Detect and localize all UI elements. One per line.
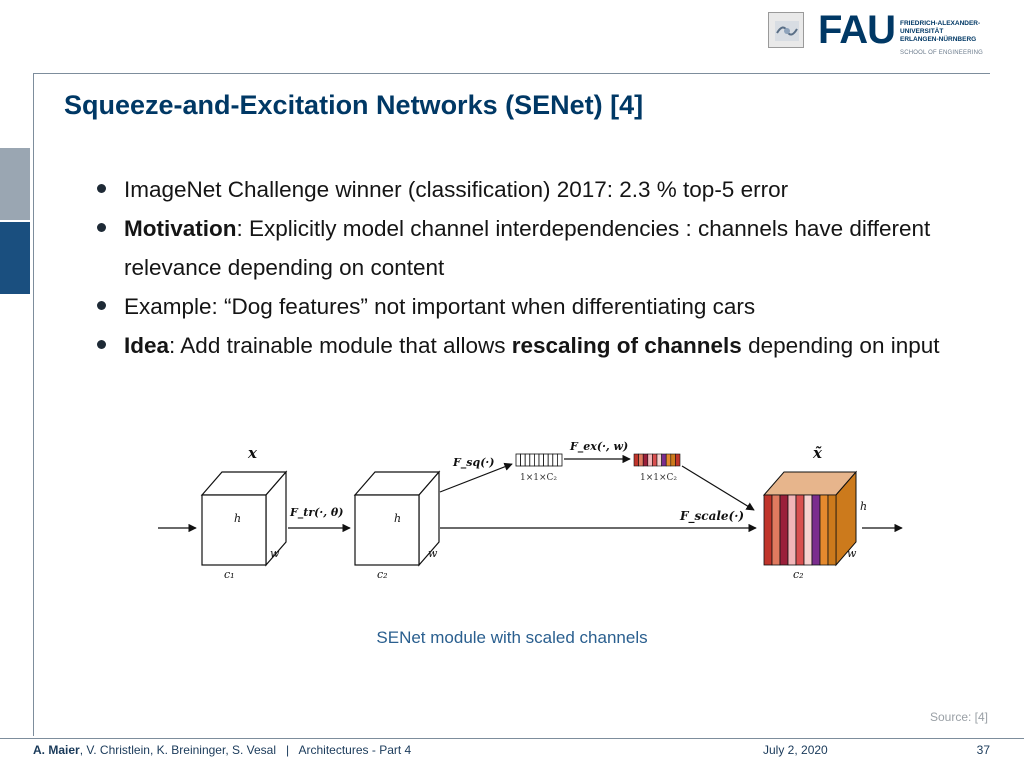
vector-cell <box>656 453 662 467</box>
feature-tensor-cube <box>353 470 441 567</box>
w-label: w <box>847 547 857 560</box>
vector-cell <box>538 453 544 467</box>
footer-date: July 2, 2020 <box>763 743 828 757</box>
institute-logo <box>768 12 804 48</box>
c2-label: c₂ <box>377 568 388 581</box>
bullet-text: ImageNet Challenge winner (classificatio… <box>124 177 789 202</box>
bullet-bold-emphasis: rescaling of channels <box>511 333 742 358</box>
h-label: h <box>234 512 241 525</box>
c2-label: c₂ <box>793 568 804 581</box>
university-line: ERLANGEN-NÜRNBERG <box>900 36 977 43</box>
university-line: FRIEDRICH-ALEXANDER- <box>900 20 981 27</box>
vector-cell <box>665 453 672 467</box>
channel-slice <box>771 494 781 566</box>
footer-lecture: Architectures - Part 4 <box>298 743 412 757</box>
bullet-text: : Add trainable module that allows <box>169 333 512 358</box>
output-tensor-cube <box>762 470 858 567</box>
bullet-text: Example: “Dog features” not important wh… <box>124 294 756 319</box>
bullet-item: Motivation: Explicitly model channel int… <box>97 209 977 287</box>
channel-slice <box>795 494 805 566</box>
bullet-bold: Motivation <box>124 216 237 241</box>
university-line: UNIVERSITÄT <box>900 28 944 35</box>
channel-slice <box>803 494 813 566</box>
scale-weights-arrow <box>681 465 755 511</box>
vector-cell <box>670 453 676 467</box>
vector-cell <box>529 453 535 467</box>
vector-cell <box>543 453 549 467</box>
footer-authors: A. Maier, V. Christlein, K. Breininger, … <box>33 743 411 757</box>
side-marker-light <box>0 148 30 220</box>
footer-separator: | <box>286 743 290 757</box>
side-marker-dark <box>0 222 30 294</box>
w-label: w <box>270 547 280 560</box>
fscale-label: F_scale(·) <box>679 509 744 524</box>
bullet-text: : Explicitly model channel interdependen… <box>124 216 931 280</box>
fau-logo-text: FAU <box>818 8 896 52</box>
channel-slice <box>779 494 789 566</box>
ftr-label: F_tr(·, θ) <box>289 506 343 520</box>
vector-cell <box>633 453 639 467</box>
vector-cell <box>515 453 521 467</box>
page-number: 37 <box>976 743 990 757</box>
school-name: SCHOOL OF ENGINEERING <box>900 50 983 56</box>
channel-slice <box>819 494 829 566</box>
bullet-list: ImageNet Challenge winner (classificatio… <box>97 170 977 365</box>
vector-cell <box>638 453 644 467</box>
bullet-item: Example: “Dog features” not important wh… <box>97 287 977 326</box>
channel-slice <box>787 494 797 566</box>
c1-label: c₁ <box>224 568 235 581</box>
vector-cell <box>647 453 653 467</box>
input-tensor-cube <box>200 470 288 567</box>
senet-diagram: x h w c₁ F_tr(·, θ) h w c₂ F_sq(·) 1×1×C… <box>158 440 903 581</box>
channel-slice <box>763 494 773 566</box>
x-label: x <box>247 444 258 462</box>
w-label: w <box>428 547 438 560</box>
h-label: h <box>860 500 867 513</box>
bullet-bold: Idea <box>124 333 170 358</box>
institute-logo-icon <box>775 21 799 41</box>
vector-label: 1×1×C₂ <box>640 473 677 483</box>
footer-divider <box>0 738 1024 739</box>
vector-cell <box>675 453 681 467</box>
figure-caption: SENet module with scaled channels <box>376 628 648 647</box>
vector-cell <box>547 453 554 467</box>
excitation-vector <box>633 453 681 467</box>
fsq-label: F_sq(·) <box>452 456 494 470</box>
vector-cell <box>556 453 563 467</box>
channel-slice <box>827 494 837 566</box>
vector-cell <box>642 453 649 467</box>
vector-cell <box>533 453 540 467</box>
fex-label: F_ex(·, w) <box>569 440 628 454</box>
vector-cell <box>552 453 558 467</box>
h-label: h <box>394 512 401 525</box>
bullet-item: ImageNet Challenge winner (classificatio… <box>97 170 977 209</box>
vector-label: 1×1×C₂ <box>520 473 557 483</box>
channel-slice <box>811 494 821 566</box>
vector-cell <box>661 453 667 467</box>
fsq-arrow <box>439 462 513 493</box>
slide-frame <box>33 73 990 736</box>
source-note: Source: [4] <box>929 710 988 724</box>
vector-cell <box>652 453 658 467</box>
x-tilde-label: x̃ <box>812 444 823 462</box>
university-name: FRIEDRICH-ALEXANDER- UNIVERSITÄT ERLANGE… <box>900 20 1010 44</box>
footer-author-rest: , V. Christlein, K. Breininger, S. Vesal <box>79 743 277 757</box>
vector-cell <box>524 453 531 467</box>
footer: A. Maier, V. Christlein, K. Breininger, … <box>33 743 990 761</box>
footer-author-main: A. Maier <box>33 743 80 757</box>
vector-cell <box>520 453 526 467</box>
squeeze-vector <box>515 453 563 467</box>
bullet-item: Idea: Add trainable module that allows r… <box>97 326 977 365</box>
slide-title: Squeeze-and-Excitation Networks (SENet) … <box>64 90 644 120</box>
bullet-text-tail: depending on input <box>741 333 940 358</box>
